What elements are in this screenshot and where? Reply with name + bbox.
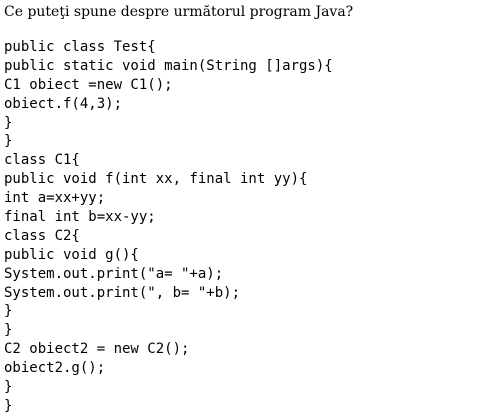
code-line: public static void main(String []args){: [4, 57, 333, 74]
code-line: }: [4, 322, 13, 339]
code-line: obiect.f(4,3);: [4, 95, 123, 112]
code-line: }: [4, 379, 13, 396]
code-listing: public class Test{ public static void ma…: [4, 38, 333, 416]
code-line: C1 obiect =new C1();: [4, 76, 173, 93]
question-text: Ce puteţi spune despre următorul program…: [4, 4, 354, 20]
code-line: }: [4, 397, 13, 414]
code-line: }: [4, 303, 13, 320]
code-line: public class Test{: [4, 39, 156, 55]
code-line: obiect2.g();: [4, 360, 106, 377]
code-line: }: [4, 114, 13, 131]
code-line: class C1{: [4, 152, 80, 169]
code-line: C2 obiect2 = new C2();: [4, 341, 190, 358]
code-line: System.out.print("a= "+a);: [4, 265, 224, 282]
code-line: int a=xx+yy;: [4, 190, 106, 207]
code-line: class C2{: [4, 227, 80, 244]
code-line: }: [4, 133, 13, 150]
code-line: final int b=xx-yy;: [4, 209, 156, 226]
code-line: public void f(int xx, final int yy){: [4, 171, 308, 188]
code-line: public void g(){: [4, 246, 139, 263]
code-line: System.out.print(", b= "+b);: [4, 284, 241, 301]
